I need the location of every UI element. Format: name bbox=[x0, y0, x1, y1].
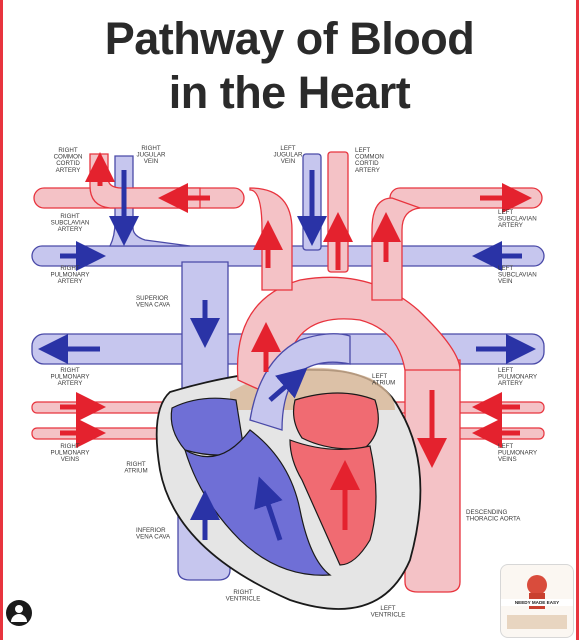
badge-text: NEEDY MADE EASY bbox=[501, 599, 573, 606]
page-title: Pathway of Blood in the Heart bbox=[0, 12, 579, 120]
title-line-1: Pathway of Blood bbox=[104, 13, 475, 64]
title-line-2: in the Heart bbox=[168, 67, 411, 118]
oxygenated-flow-arrows bbox=[60, 152, 532, 530]
brand-badge: NEEDY MADE EASY bbox=[500, 564, 574, 638]
right-border bbox=[576, 0, 579, 640]
deoxygenated-flow-arrows bbox=[38, 170, 536, 541]
left-border bbox=[0, 0, 3, 640]
avatar-icon[interactable] bbox=[6, 600, 32, 626]
descending-aorta-vessel bbox=[404, 359, 461, 593]
